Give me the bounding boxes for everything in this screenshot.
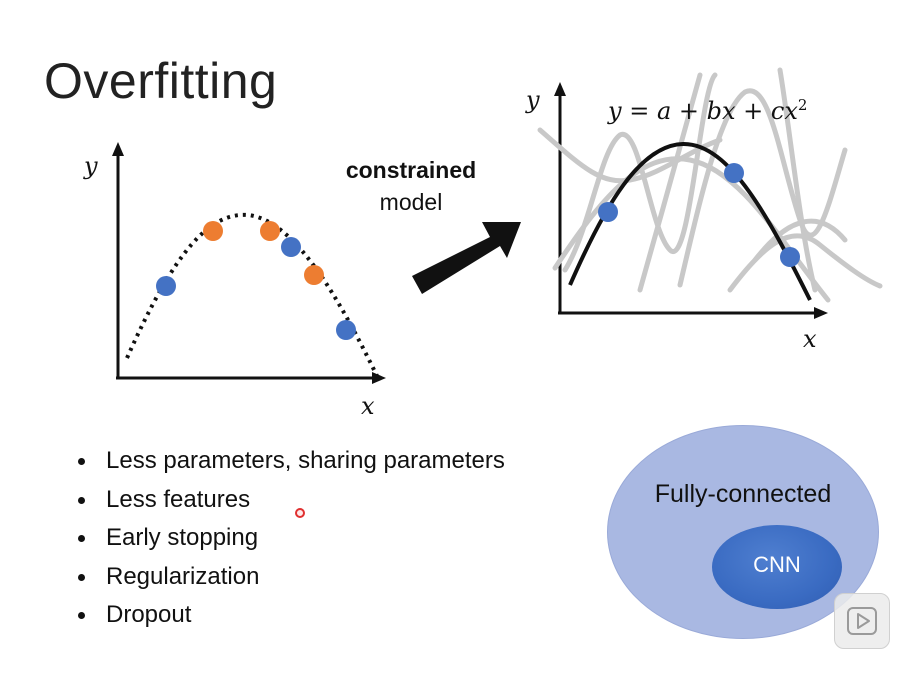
left-blue-point [156, 276, 176, 296]
left-orange-point [203, 221, 223, 241]
left-dotted-curve [125, 212, 380, 379]
bullet-text: Less features [106, 485, 251, 513]
bullet-dot-icon [78, 458, 85, 465]
bullet-dot-icon [78, 496, 85, 504]
venn-inner-label: CNN [753, 552, 801, 577]
bullet-item: Early stopping [72, 519, 505, 558]
left-blue-point [281, 237, 301, 257]
bullet-list: Less parameters, sharing parameters Less… [72, 442, 505, 635]
venn-outer-label: Fully-connected [654, 480, 832, 508]
venn-inner-ellipse [712, 525, 842, 609]
bullet-item: Less parameters, sharing parameters [72, 442, 505, 481]
bullet-text: Early stopping [106, 524, 259, 551]
bullet-item: Dropout [72, 596, 505, 635]
formula-lhs: y [608, 97, 622, 125]
big-arrow-icon [412, 222, 521, 294]
bullet-item: Regularization [72, 558, 505, 597]
left-x-arrowhead [372, 372, 386, 384]
right-y-arrowhead [554, 82, 566, 96]
model-word: model [379, 189, 443, 215]
left-orange-point [304, 265, 324, 285]
bullet-item: Less features [72, 481, 505, 520]
bullet-text: Dropout [106, 601, 192, 628]
constrained-model-caption: constrained model [331, 154, 491, 218]
right-blue-point [598, 202, 618, 222]
left-y-label: y [84, 152, 98, 180]
right-axes [554, 82, 828, 319]
bullet-text: Less parameters, sharing parameters [106, 447, 505, 474]
right-y-label: y [526, 86, 540, 114]
bullet-dot-icon [78, 535, 85, 542]
bullet-dot-icon [78, 573, 85, 581]
formula-eq: = [629, 97, 650, 125]
left-axes [112, 142, 386, 384]
slide-title: Overfitting [44, 53, 278, 109]
left-blue-point [336, 320, 356, 340]
right-x-label: x [803, 325, 817, 353]
bullet-dot-icon [78, 612, 85, 619]
formula-exponent: 2 [797, 96, 808, 114]
left-y-arrowhead [112, 142, 124, 156]
play-icon [847, 607, 877, 635]
left-orange-point [260, 221, 280, 241]
cursor-ring-icon [295, 508, 305, 518]
right-fit-curve [568, 141, 812, 301]
left-x-label: x [361, 392, 375, 420]
quadratic-formula: y = a + bx + cx2 [608, 96, 807, 125]
right-blue-point [724, 163, 744, 183]
right-gray-curves [537, 67, 883, 303]
bullet-text: Regularization [106, 562, 260, 590]
right-blue-point [780, 247, 800, 267]
constrained-word: constrained [345, 157, 477, 183]
formula-rhs: a + bx + cx [656, 97, 798, 125]
play-button[interactable] [834, 593, 890, 649]
right-x-arrowhead [814, 307, 828, 319]
